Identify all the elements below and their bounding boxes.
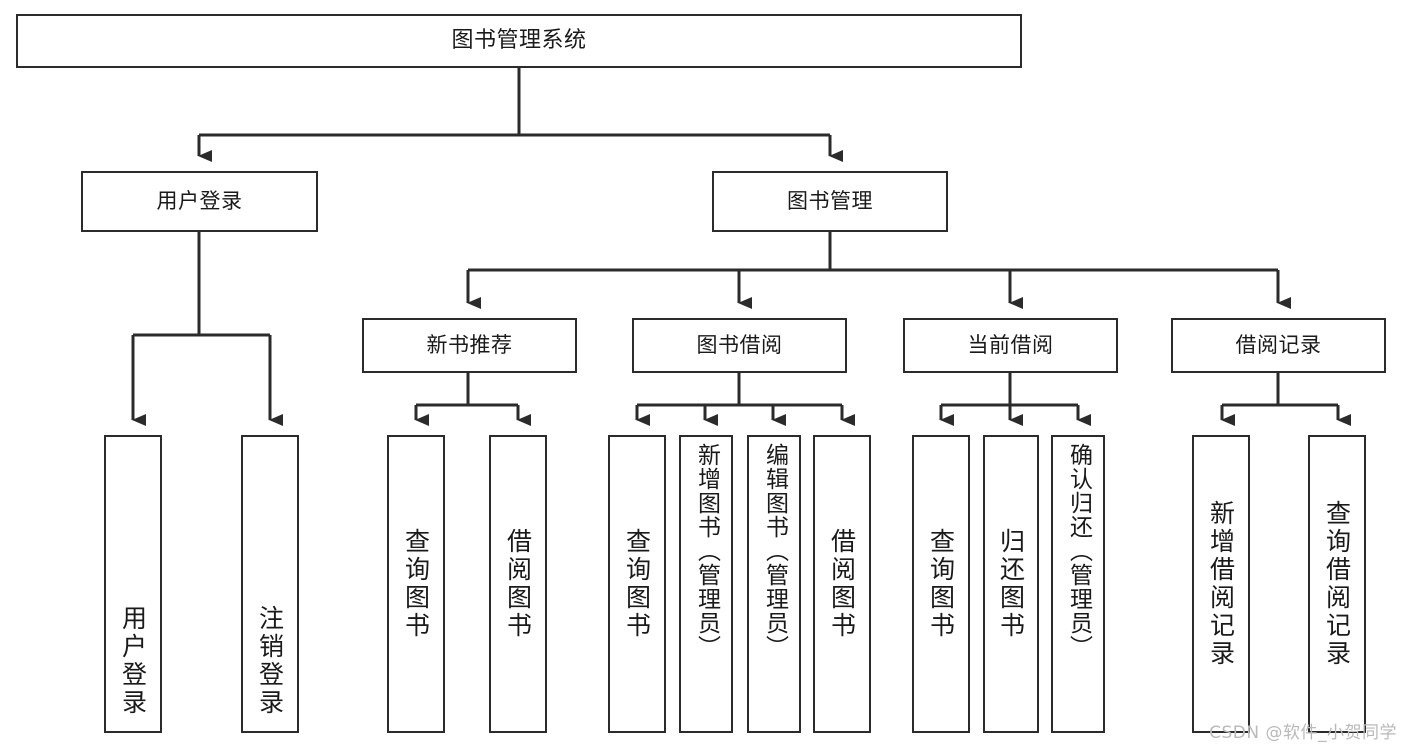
- node-label: 当前借阅: [967, 333, 1054, 358]
- node-label: 借阅图书: [503, 528, 533, 640]
- node-label: 编辑图书（管理员）: [761, 443, 788, 659]
- leaf-borrow-borrow-book[interactable]: 借阅图书: [813, 435, 871, 733]
- leaf-current-confirm-return-admin[interactable]: 确认归还（管理员）: [1051, 435, 1105, 733]
- node-label: 借阅图书: [827, 528, 857, 640]
- node-label: 新书推荐: [426, 333, 513, 358]
- node-borrowing-records[interactable]: 借阅记录: [1171, 318, 1386, 373]
- node-label: 图书管理系统: [451, 28, 587, 54]
- node-label: 确认归还（管理员）: [1065, 443, 1092, 659]
- node-label: 新增图书（管理员）: [693, 443, 720, 659]
- node-root-book-management-system[interactable]: 图书管理系统: [16, 14, 1022, 68]
- leaf-borrow-query-book[interactable]: 查询图书: [608, 435, 666, 733]
- node-label: 归还图书: [996, 528, 1026, 640]
- node-label: 新增借阅记录: [1206, 500, 1236, 668]
- leaf-user-login-logout[interactable]: 注销登录: [241, 435, 299, 733]
- node-label: 注销登录: [255, 605, 285, 717]
- leaf-current-query-book[interactable]: 查询图书: [912, 435, 970, 733]
- leaf-recommend-borrow-book[interactable]: 借阅图书: [489, 435, 547, 733]
- node-label: 图书借阅: [696, 333, 783, 358]
- leaf-user-login-login[interactable]: 用户登录: [104, 435, 162, 733]
- node-current-borrowing[interactable]: 当前借阅: [903, 318, 1118, 373]
- node-label: 借阅记录: [1235, 333, 1322, 358]
- node-user-login[interactable]: 用户登录: [81, 171, 318, 232]
- node-label: 查询借阅记录: [1322, 500, 1352, 668]
- node-label: 查询图书: [926, 528, 956, 640]
- node-label: 查询图书: [401, 528, 431, 640]
- leaf-recommend-query-book[interactable]: 查询图书: [387, 435, 445, 733]
- node-label: 查询图书: [622, 528, 652, 640]
- node-label: 用户登录: [156, 189, 243, 214]
- node-label: 用户登录: [118, 605, 148, 717]
- leaf-borrow-add-book-admin[interactable]: 新增图书（管理员）: [679, 435, 733, 733]
- node-book-borrowing[interactable]: 图书借阅: [632, 318, 847, 373]
- leaf-record-query-borrow-record[interactable]: 查询借阅记录: [1308, 435, 1366, 733]
- leaf-record-add-borrow-record[interactable]: 新增借阅记录: [1192, 435, 1250, 733]
- node-book-management[interactable]: 图书管理: [712, 171, 948, 232]
- leaf-borrow-edit-book-admin[interactable]: 编辑图书（管理员）: [747, 435, 801, 733]
- node-label: 图书管理: [787, 189, 873, 214]
- leaf-current-return-book[interactable]: 归还图书: [983, 435, 1039, 733]
- node-new-book-recommendation[interactable]: 新书推荐: [362, 318, 577, 373]
